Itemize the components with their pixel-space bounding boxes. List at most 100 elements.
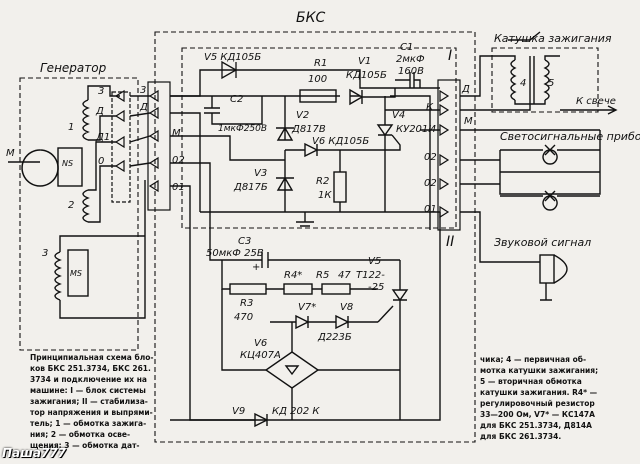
- bks-right-02b: 02: [424, 178, 437, 189]
- caption-right-line: 33—200 Ом, V7* — КС147А: [480, 410, 595, 419]
- V1-type: КД105Б: [346, 70, 387, 81]
- generator-wires: [87, 85, 120, 223]
- text-labels: БКС Генератор Катушка зажигания К свече …: [6, 10, 640, 417]
- rotor-core: [57, 147, 83, 187]
- C3-plus: +: [252, 262, 260, 273]
- V5-low-suffix: -25: [368, 282, 384, 293]
- bks-right-02a: 02: [424, 152, 437, 163]
- coil-switch: [508, 31, 541, 41]
- caption-left-line: машине: I — блок системы: [30, 386, 146, 395]
- C3-label: C3: [238, 236, 251, 247]
- R1-value: 100: [308, 74, 327, 85]
- V5-low-label: V5: [368, 256, 381, 267]
- lamps-title: Светосигнальные приборы: [500, 130, 640, 143]
- winding-1-label: 1: [68, 122, 74, 133]
- V7-label: V7*: [298, 302, 316, 313]
- block-outlines: [19, 31, 599, 443]
- caption-left-line: Принципиальная схема бло-: [30, 353, 154, 362]
- bks-right-D: Д: [461, 84, 470, 95]
- winding-1: [82, 99, 90, 141]
- R3-resistor: [229, 283, 267, 295]
- caption-right-line: регулировочный резистор: [480, 399, 595, 408]
- bks-left-01: 01: [172, 182, 185, 193]
- bks-right-strip: [437, 79, 461, 231]
- block2-circuit: [170, 95, 441, 428]
- caption-left-line: тель; 1 — обмотка зажига-: [30, 419, 147, 428]
- to-plug-label: К свече: [576, 96, 616, 107]
- V2-label: V2: [296, 110, 309, 121]
- lamp-2-icon: [542, 190, 558, 211]
- buzzer-icon: [553, 254, 568, 284]
- C1-value-2: 160В: [398, 66, 424, 77]
- gen-term-3: 3: [98, 86, 104, 97]
- bks-title: БКС: [296, 10, 326, 26]
- gen-term-D: Д: [95, 106, 104, 117]
- bks-outline: [154, 31, 476, 443]
- coil-title: Катушка зажигания: [494, 32, 612, 45]
- caption-left: Принципиальная схема бло- ков БКС 251.37…: [30, 352, 160, 451]
- reg-link: [390, 95, 431, 230]
- gen-ground-label: М: [6, 148, 15, 159]
- V9-label: V9: [232, 406, 245, 417]
- block1-outline: [181, 47, 457, 229]
- R5-value: 47: [338, 270, 351, 281]
- C2-capacitor: [204, 96, 263, 125]
- V5-low-type: Т122-: [356, 270, 385, 281]
- generator-circuit: [8, 85, 151, 319]
- V8-type: Д223Б: [317, 332, 352, 343]
- lamp-wires: [500, 149, 600, 197]
- R1-label: R1: [314, 58, 327, 69]
- V4-type: КУ201И: [396, 124, 436, 135]
- generator-title: Генератор: [40, 61, 107, 75]
- caption-left-line: 3734 и подключение их на: [30, 375, 147, 384]
- bks-left-3: 3: [140, 85, 146, 96]
- sensor-wires: [59, 180, 146, 319]
- watermark: Паша777: [2, 446, 67, 460]
- ms-label: MS: [70, 269, 82, 278]
- gen-strip: [111, 91, 131, 203]
- bks-right-K: К: [426, 102, 434, 113]
- caption-right-line: 5 — вторичная обмотка: [480, 377, 582, 386]
- C1-capacitor: [395, 72, 421, 88]
- V8-label: V8: [340, 302, 353, 313]
- V4-thyristor: [340, 96, 401, 212]
- caption-right-line: катушки зажигания. R4* —: [480, 388, 598, 397]
- gen-term-D1: Д1: [95, 132, 110, 143]
- coil-primary: [510, 59, 517, 101]
- V2-type: Д817В: [291, 124, 326, 135]
- gen-term-0: 0: [98, 156, 104, 167]
- bks-left-M: М: [172, 128, 181, 139]
- left-M-wire: [170, 135, 285, 161]
- left-D-wire: [170, 112, 201, 212]
- C2-label: C2: [230, 94, 243, 105]
- coil-secondary-label: 5: [548, 78, 554, 89]
- caption-right-line: для БКС 261.3734.: [480, 432, 562, 441]
- bridge-wires: [221, 289, 400, 420]
- caption-right-line: мотка катушки зажигания;: [480, 366, 599, 375]
- winding-3-label: 3: [42, 248, 48, 259]
- R1-resistor: [299, 89, 337, 103]
- bks-left-strip: [147, 81, 171, 211]
- R3-value: 470: [234, 312, 253, 323]
- caption-right-line: для БКС 251.3734, Д814А: [480, 421, 592, 430]
- winding-2: [82, 189, 90, 223]
- coil-core: [529, 56, 535, 104]
- sensor-core: [67, 249, 89, 297]
- buzzer-ground: [540, 283, 552, 301]
- caption-left-line: ков БКС 251.3734, БКС 261.: [30, 364, 151, 373]
- winding-2-label: 2: [68, 200, 74, 211]
- caption-left-line: зажигания; II — стабилиза-: [30, 397, 148, 406]
- ns-label: NS: [62, 159, 73, 168]
- coil-wires: [460, 55, 560, 111]
- caption-right-line: чика; 4 — первичная об-: [480, 355, 587, 364]
- buzzer-body: [539, 254, 555, 284]
- caption-left-line: ния; 2 — обмотка осве-: [30, 430, 131, 439]
- lamps-wiring: [460, 130, 601, 195]
- roman-one: I: [448, 48, 452, 64]
- bks-right-M: М: [464, 116, 473, 127]
- reg-wire-02: [170, 162, 230, 261]
- rotor: [21, 149, 59, 187]
- V1-diode: [349, 88, 396, 106]
